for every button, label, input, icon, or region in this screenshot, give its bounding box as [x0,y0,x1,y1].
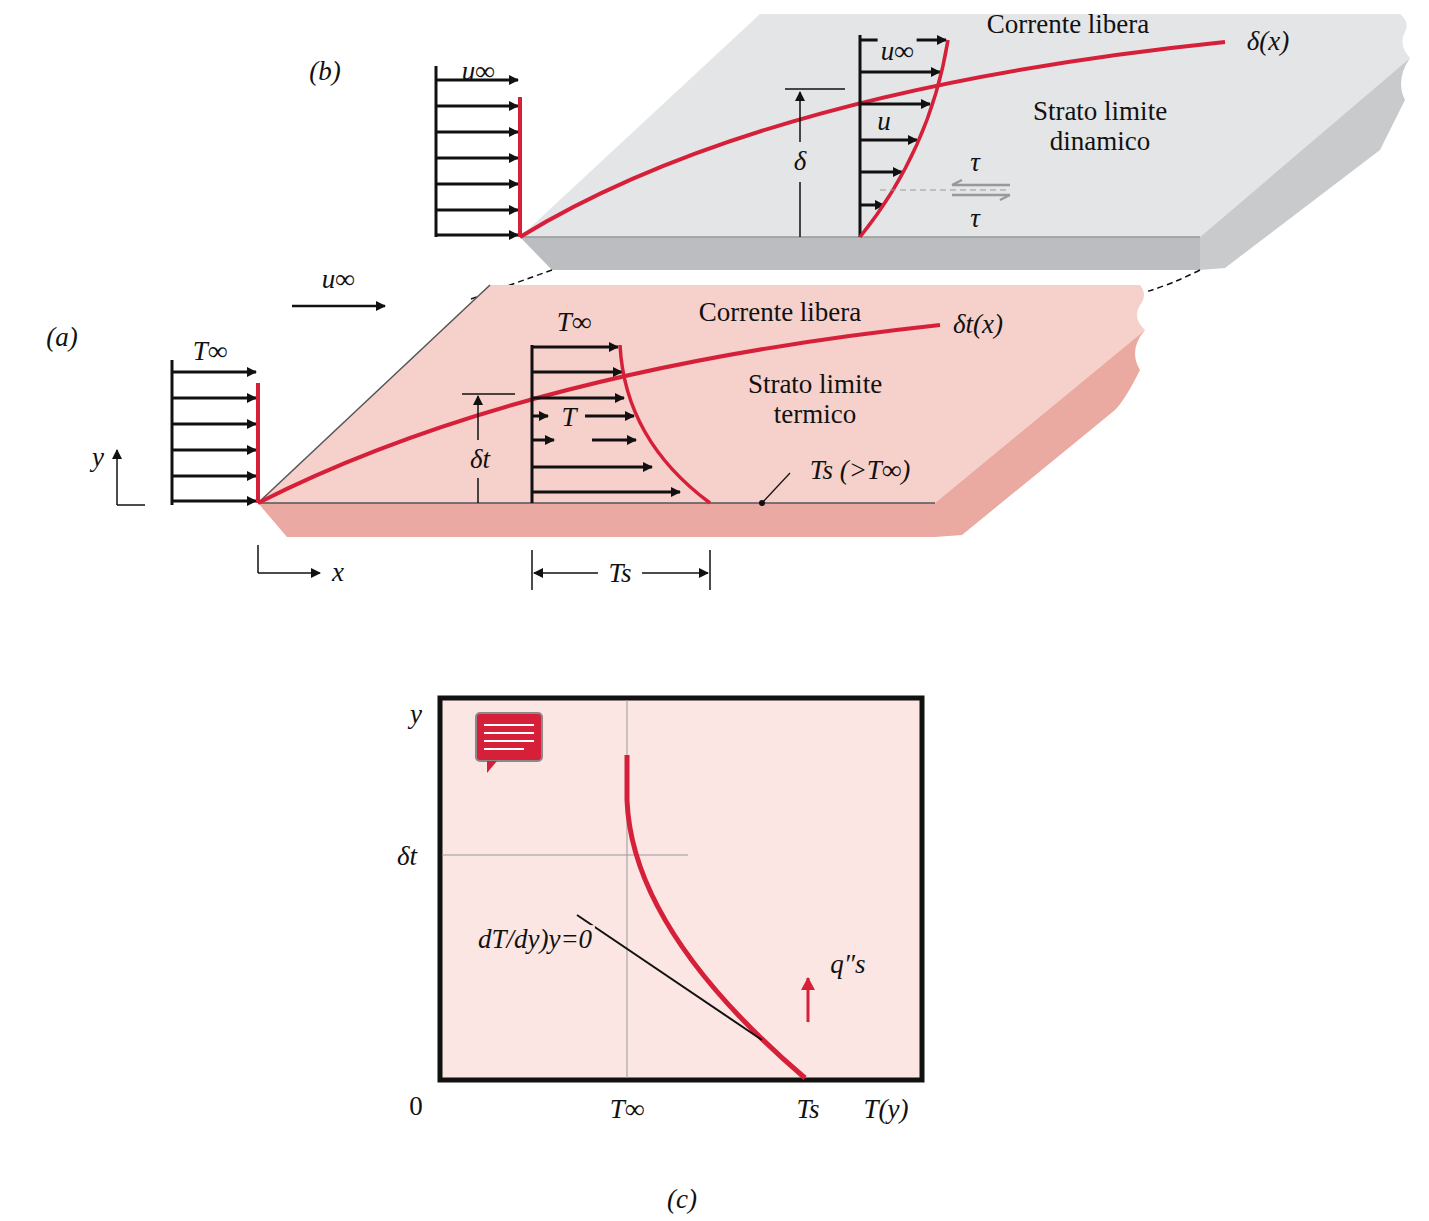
axis-label: x [332,558,344,588]
velocity-symbol: u∞ [878,37,917,67]
temperature-symbol: T [561,403,576,433]
axis-tick-label: 0 [409,1092,423,1122]
gradient-label: dT/dy)y=0 [475,925,595,955]
region-label: Corrente libera [696,298,865,328]
temperature-symbol: T∞ [557,308,591,338]
temperature-symbol: T∞ [193,337,227,367]
curve-label: δt(x) [953,310,1003,340]
velocity-plate [520,14,1410,270]
panel-letter: (c) [667,1185,697,1215]
axis-tick-label: δt [397,842,417,872]
thickness-symbol: δt [470,445,490,475]
axis-tick-label: T∞ [610,1095,644,1125]
region-label: Corrente libera [987,10,1150,40]
temperature-profile-chart [440,698,922,1080]
panel-letter: (a) [46,323,77,353]
thickness-symbol: δ [791,147,810,177]
axis-label: T(y) [864,1095,909,1125]
velocity-symbol: u [874,107,894,137]
axis-tick-label: Ts [796,1095,819,1125]
velocity-symbol: u∞ [322,265,355,295]
curve-label: δ(x) [1247,27,1290,57]
axis-label: y [410,700,422,730]
velocity-symbol: u∞ [462,57,495,87]
shear-symbol: τ [970,148,980,178]
region-label: Strato limite termico [715,370,915,429]
heat-flux-label: q″s [830,950,865,980]
region-label: Strato limite dinamico [990,97,1210,156]
axis-label: y [92,443,104,473]
panel-letter: (b) [309,57,340,87]
dimension-label: Ts [608,559,631,589]
thermal-plate [258,285,1145,537]
surface-temperature: Ts (>T∞) [807,456,913,486]
shear-symbol: τ [970,204,980,234]
